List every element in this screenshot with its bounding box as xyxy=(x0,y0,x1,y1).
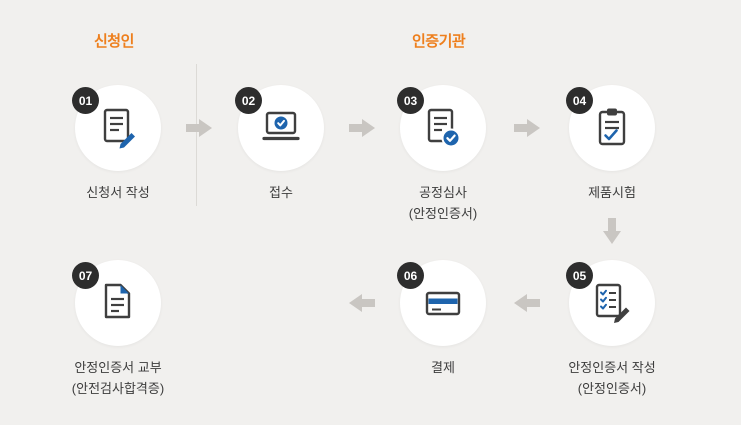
step-07-label: 안정인증서 교부 (안전검사합격증) xyxy=(71,360,165,396)
flow-arrow-right-icon xyxy=(514,118,540,138)
flow-arrow-left-icon xyxy=(349,293,375,313)
document-pencil-icon xyxy=(103,108,135,149)
document-fold-icon xyxy=(104,283,131,319)
step-01: 01 신청서 작성 xyxy=(72,85,161,200)
step-02: 02 접수 xyxy=(235,85,324,200)
section-title-applicant: 신청인 xyxy=(94,33,134,50)
step-04: 04 제품시험 xyxy=(566,85,655,200)
step-number-badge: 05 xyxy=(566,262,593,289)
step-number-badge: 02 xyxy=(235,87,262,114)
section-divider xyxy=(196,64,197,206)
credit-card-icon xyxy=(425,291,461,316)
clipboard-check-icon xyxy=(598,108,626,146)
step-07: 07 안정인증서 교부 (안전검사합격증) xyxy=(72,260,164,396)
step-03: 03 공정심사 (안정인증서) xyxy=(397,85,486,221)
section-title-agency: 인증기관 xyxy=(412,33,466,50)
step-number-badge: 01 xyxy=(72,87,99,114)
monitor-check-icon xyxy=(262,111,300,141)
step-05: 05 안정인증서 작성 (안정인증서) xyxy=(566,260,656,396)
flow-arrow-right-icon xyxy=(186,118,212,138)
flow-arrow-down-icon xyxy=(602,218,622,244)
step-02-label: 접수 xyxy=(269,185,293,200)
step-number-badge: 07 xyxy=(72,262,99,289)
document-check-icon xyxy=(427,108,461,148)
step-06-label: 결제 xyxy=(431,360,455,375)
step-06: 06 결제 xyxy=(397,260,486,375)
step-05-label: 안정인증서 작성 (안정인증서) xyxy=(568,360,656,396)
step-01-label: 신청서 작성 xyxy=(86,185,150,200)
step-03-label: 공정심사 (안정인증서) xyxy=(408,185,478,221)
step-number-badge: 03 xyxy=(397,87,424,114)
step-number-badge: 04 xyxy=(566,87,593,114)
flow-arrow-right-icon xyxy=(349,118,375,138)
step-number-badge: 06 xyxy=(397,262,424,289)
step-04-label: 제품시험 xyxy=(588,185,636,200)
step-02-circle xyxy=(238,85,324,171)
checklist-pencil-icon xyxy=(595,283,630,323)
flow-arrow-left-icon xyxy=(514,293,540,313)
